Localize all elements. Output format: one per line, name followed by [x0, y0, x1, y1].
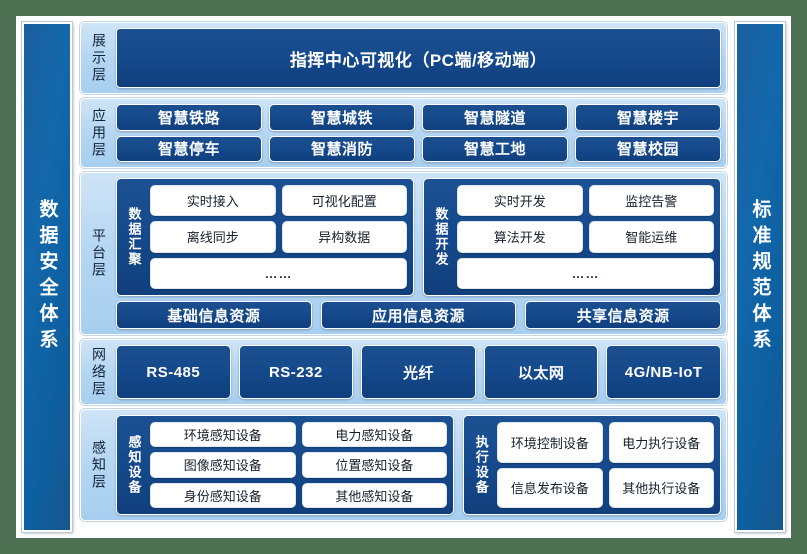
actuator-item-environment-control[interactable]: 环境控制设备	[497, 422, 603, 463]
sidebar-standards-system: 标准规范体系	[735, 22, 785, 532]
layer-application: 应用层 智慧铁路 智慧城铁 智慧隧道 智慧楼宇 智慧停车 智慧消防 智慧工地 智…	[80, 98, 727, 168]
layer-perception-body: 感知设备 环境感知设备 电力感知设备 图像感知设备 位置感知设备	[112, 415, 721, 515]
layer-display-body: 指挥中心可视化（PC端/移动端）	[112, 28, 721, 88]
development-row-1: 实时开发 监控告警	[457, 185, 714, 217]
sensing-item-power[interactable]: 电力感知设备	[301, 422, 448, 448]
aggregation-row-1: 实时接入 可视化配置	[150, 185, 407, 217]
layer-application-body: 智慧铁路 智慧城铁 智慧隧道 智慧楼宇 智慧停车 智慧消防 智慧工地 智慧校园	[112, 104, 721, 162]
group-actuator-devices-items: 环境控制设备 电力执行设备 信息发布设备 其他执行设备	[492, 422, 714, 508]
layer-network-label: 网络层	[91, 346, 107, 398]
group-data-aggregation-items: 实时接入 可视化配置 离线同步 异构数据 ……	[145, 185, 407, 289]
group-actuator-devices-label: 执行设备	[473, 435, 489, 495]
aggregation-row-3: ……	[150, 257, 407, 289]
layer-display: 展示层 指挥中心可视化（PC端/移动端）	[80, 22, 727, 94]
development-item-algorithm-dev[interactable]: 算法开发	[457, 221, 583, 253]
network-item-4g-nbiot[interactable]: 4G/NB-IoT	[606, 345, 721, 399]
development-item-more[interactable]: ……	[457, 257, 714, 289]
group-data-aggregation: 数据汇聚 实时接入 可视化配置 离线同步 异构数据	[116, 178, 414, 296]
layer-platform-label: 平台层	[91, 228, 107, 279]
actuator-row-2: 信息发布设备 其他执行设备	[497, 467, 714, 508]
layer-stack: 展示层 指挥中心可视化（PC端/移动端） 应用层 智慧铁路 智慧城铁 智慧隧道 …	[80, 22, 727, 532]
sidebar-data-security-system: 数据安全体系	[22, 22, 72, 532]
layer-platform-body: 数据汇聚 实时接入 可视化配置 离线同步 异构数据	[112, 178, 722, 329]
layer-network-body: RS-485 RS-232 光纤 以太网 4G/NB-IoT	[112, 345, 721, 399]
sensing-item-location[interactable]: 位置感知设备	[301, 452, 448, 478]
app-item-smart-parking[interactable]: 智慧停车	[116, 135, 262, 162]
network-items: RS-485 RS-232 光纤 以太网 4G/NB-IoT	[116, 345, 721, 399]
layer-network: 网络层 RS-485 RS-232 光纤 以太网 4G/NB-IoT	[80, 339, 727, 405]
sensing-item-other[interactable]: 其他感知设备	[301, 482, 448, 508]
sensing-item-image[interactable]: 图像感知设备	[150, 452, 296, 478]
layer-perception: 感知层 感知设备 环境感知设备 电力感知设备	[80, 409, 727, 521]
sensing-item-identity[interactable]: 身份感知设备	[150, 482, 296, 508]
app-item-smart-railway[interactable]: 智慧铁路	[116, 104, 262, 131]
resource-item-shared-information[interactable]: 共享信息资源	[525, 301, 722, 329]
layer-platform: 平台层 数据汇聚 实时接入 可视化配置	[80, 172, 727, 335]
development-row-3: ……	[457, 257, 714, 289]
network-item-rs232[interactable]: RS-232	[238, 345, 354, 399]
aggregation-item-offline-sync[interactable]: 离线同步	[150, 221, 276, 253]
development-item-smart-ops[interactable]: 智能运维	[588, 221, 714, 253]
app-item-smart-tunnel[interactable]: 智慧隧道	[422, 104, 568, 131]
group-data-aggregation-label: 数据汇聚	[126, 207, 142, 267]
actuator-item-other-execution[interactable]: 其他执行设备	[608, 467, 714, 508]
aggregation-item-heterogeneous-data[interactable]: 异构数据	[281, 221, 407, 253]
actuator-row-1: 环境控制设备 电力执行设备	[497, 422, 714, 463]
platform-groups: 数据汇聚 实时接入 可视化配置 离线同步 异构数据	[116, 178, 721, 296]
aggregation-item-more[interactable]: ……	[150, 257, 407, 289]
sensing-row-1: 环境感知设备 电力感知设备	[150, 422, 448, 448]
app-item-smart-urban-rail[interactable]: 智慧城铁	[269, 104, 415, 131]
layer-application-label: 应用层	[91, 107, 107, 159]
group-data-development-label: 数据开发	[433, 207, 449, 267]
resource-item-basic-information[interactable]: 基础信息资源	[116, 301, 312, 329]
app-item-smart-firefighting[interactable]: 智慧消防	[269, 135, 415, 162]
layer-perception-label: 感知层	[91, 439, 107, 491]
app-item-smart-building[interactable]: 智慧楼宇	[575, 104, 721, 131]
group-actuator-devices: 执行设备 环境控制设备 电力执行设备 信息发布设备 其他执行设备	[463, 415, 721, 515]
perception-groups: 感知设备 环境感知设备 电力感知设备 图像感知设备 位置感知设备	[116, 415, 721, 515]
development-item-monitor-alarm[interactable]: 监控告警	[588, 185, 714, 217]
aggregation-item-realtime-ingest[interactable]: 实时接入	[150, 185, 276, 217]
group-sensing-devices-items: 环境感知设备 电力感知设备 图像感知设备 位置感知设备 身份感知设备 其他感知设…	[145, 422, 448, 508]
display-banner-command-center[interactable]: 指挥中心可视化（PC端/移动端）	[116, 28, 721, 88]
application-row-1: 智慧铁路 智慧城铁 智慧隧道 智慧楼宇	[116, 104, 721, 131]
layer-display-label: 展示层	[91, 32, 107, 84]
platform-resources: 基础信息资源 应用信息资源 共享信息资源	[116, 301, 722, 329]
development-row-2: 算法开发 智能运维	[457, 221, 714, 253]
sensing-row-2: 图像感知设备 位置感知设备	[150, 452, 448, 478]
resource-item-application-information[interactable]: 应用信息资源	[320, 301, 517, 329]
sensing-item-environment[interactable]: 环境感知设备	[150, 422, 296, 448]
group-sensing-devices: 感知设备 环境感知设备 电力感知设备 图像感知设备 位置感知设备	[116, 415, 455, 515]
app-item-smart-construction[interactable]: 智慧工地	[422, 135, 568, 162]
network-item-ethernet[interactable]: 以太网	[483, 345, 599, 399]
network-item-fiber[interactable]: 光纤	[361, 345, 476, 399]
development-item-realtime-dev[interactable]: 实时开发	[457, 185, 583, 217]
sensing-row-3: 身份感知设备 其他感知设备	[150, 482, 448, 508]
diagram-frame: 数据安全体系 标准规范体系 展示层 指挥中心可视化（PC端/移动端） 应用层 智…	[16, 16, 791, 538]
actuator-item-power-execution[interactable]: 电力执行设备	[608, 422, 714, 463]
actuator-item-information-release[interactable]: 信息发布设备	[497, 467, 603, 508]
aggregation-row-2: 离线同步 异构数据	[150, 221, 407, 253]
sidebar-left-label: 数据安全体系	[36, 199, 58, 355]
application-row-2: 智慧停车 智慧消防 智慧工地 智慧校园	[116, 135, 721, 162]
aggregation-item-visual-config[interactable]: 可视化配置	[281, 185, 407, 217]
sidebar-right-label: 标准规范体系	[749, 199, 771, 355]
group-data-development: 数据开发 实时开发 监控告警 算法开发 智能运维	[423, 178, 721, 296]
group-sensing-devices-label: 感知设备	[126, 435, 142, 495]
group-data-development-items: 实时开发 监控告警 算法开发 智能运维 ……	[452, 185, 714, 289]
network-item-rs485[interactable]: RS-485	[116, 345, 231, 399]
app-item-smart-campus[interactable]: 智慧校园	[575, 135, 721, 162]
